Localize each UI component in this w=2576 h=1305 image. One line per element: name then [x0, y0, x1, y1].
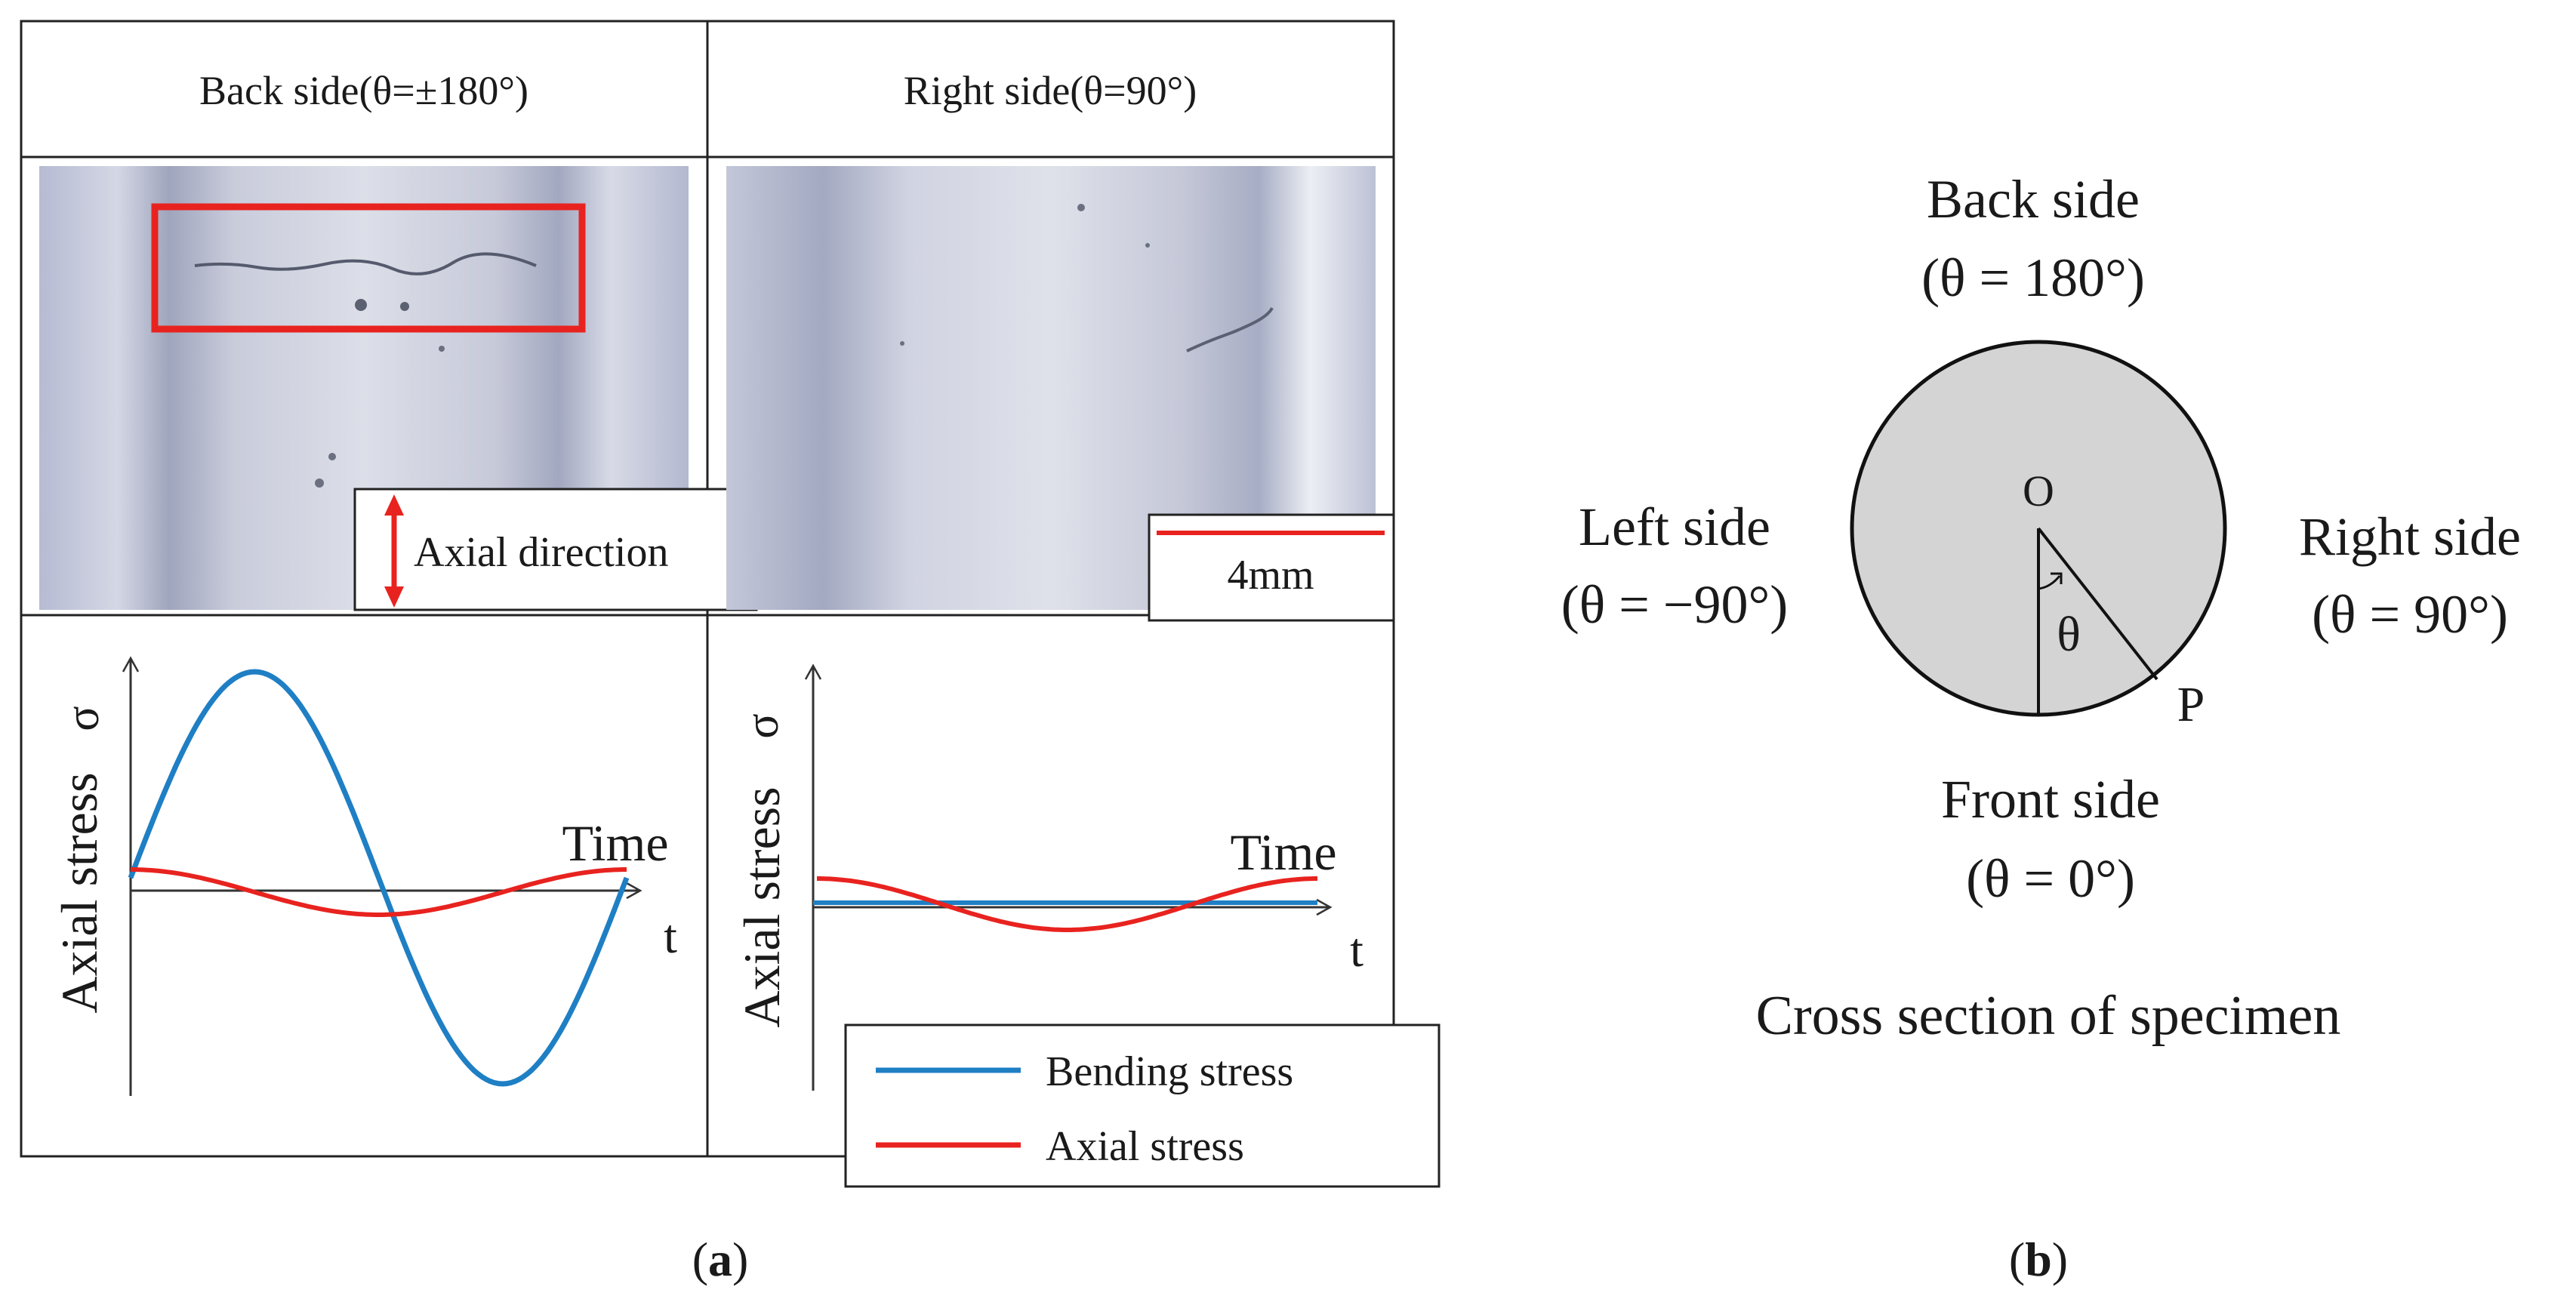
time-label-right: Time — [1230, 823, 1336, 881]
bending-stress-curve-back — [128, 669, 630, 1087]
theta-arc — [2038, 575, 2061, 590]
header-right-side: Right side(θ=90°) — [904, 68, 1197, 113]
sigma-symbol-right: σ — [737, 713, 788, 738]
center-label-o: O — [2023, 466, 2054, 516]
cross-section-title: Cross section of specimen — [1756, 985, 2341, 1047]
point-label-p: P — [2177, 677, 2205, 732]
axial-direction-box — [353, 488, 758, 611]
sigma-symbol-back: σ — [57, 706, 109, 731]
caption-a: (a) — [692, 1233, 749, 1286]
t-symbol-back: t — [664, 909, 677, 963]
right-side-angle: (θ = 90°) — [2312, 584, 2508, 645]
t-symbol-right: t — [1350, 923, 1363, 977]
caption-b: (b) — [2009, 1233, 2068, 1286]
crack-highlight-box — [151, 203, 586, 333]
panel-b: Back side (θ = 180°) Left side (θ = −90°… — [1561, 169, 2521, 1286]
theta-label: θ — [2057, 607, 2081, 662]
crack-back-side — [194, 252, 537, 275]
back-side-angle: (θ = 180°) — [1921, 248, 2145, 308]
crack-right-side — [1186, 306, 1274, 352]
scale-bar-label: 4mm — [1227, 552, 1314, 599]
panel-a: Back side(θ=±180°) Right side(θ=90°) Axi… — [20, 20, 1441, 1286]
legend-bending-label: Bending stress — [1046, 1048, 1293, 1095]
radius-to-p — [2037, 527, 2158, 681]
photo-back-side: Axial direction — [39, 166, 758, 611]
header-back-side: Back side(θ=±180°) — [199, 68, 528, 113]
axial-direction-label: Axial direction — [414, 529, 668, 576]
stress-plot-back-side: Axial stress σ Time t — [51, 656, 677, 1096]
front-side-label: Front side — [1941, 769, 2160, 829]
legend-axial-label: Axial stress — [1046, 1123, 1244, 1170]
stress-plot-right-side: Axial stress σ Time t — [733, 663, 1363, 1091]
axial-stress-curve-back — [131, 867, 627, 917]
legend: Bending stress Axial stress — [844, 1023, 1441, 1188]
time-label-back: Time — [562, 814, 668, 872]
right-side-label: Right side — [2299, 506, 2521, 567]
legend-box — [844, 1023, 1441, 1188]
photo-right-side: 4mm — [726, 166, 1395, 622]
y-axis-label-right: Axial stress — [733, 786, 790, 1027]
front-side-angle: (θ = 0°) — [1966, 848, 2135, 909]
left-side-label: Left side — [1579, 497, 1770, 557]
y-axis-label-back: Axial stress — [51, 772, 108, 1013]
left-side-angle: (θ = −90°) — [1561, 574, 1788, 635]
back-side-label: Back side — [1927, 169, 2140, 229]
axial-stress-curve-right — [817, 876, 1317, 932]
theta-arc-arrowhead — [2051, 572, 2063, 584]
